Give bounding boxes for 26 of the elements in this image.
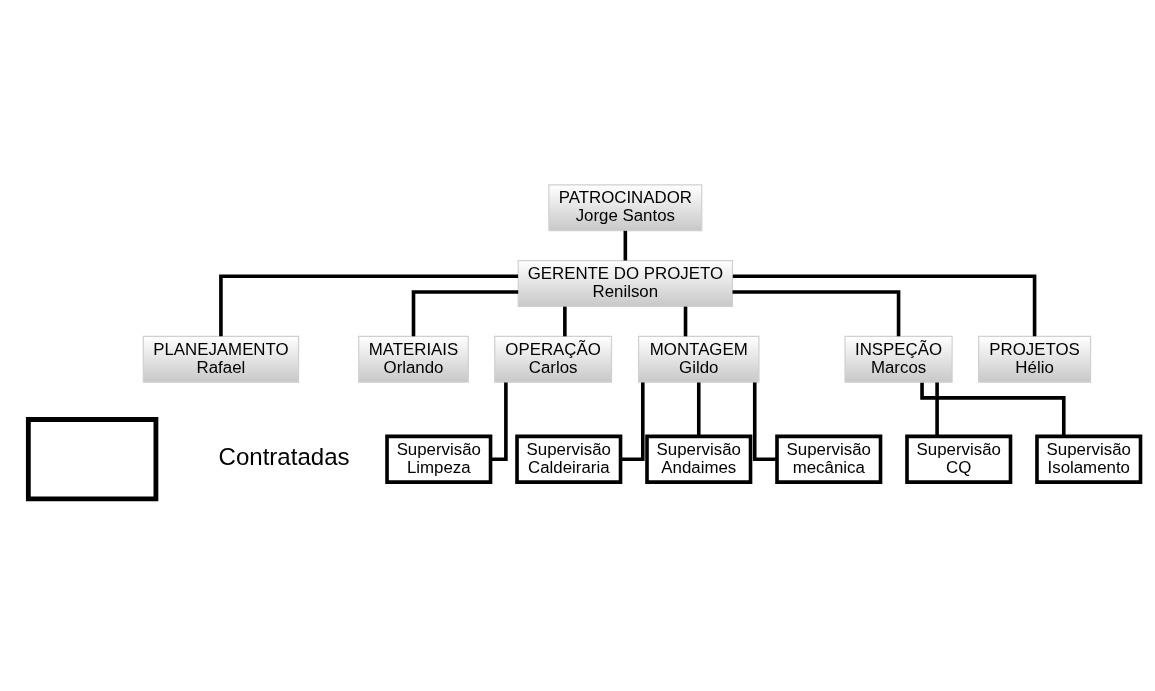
connector — [411, 290, 519, 337]
connector — [623, 230, 628, 261]
node-box: Supervisão CQ — [905, 434, 1013, 484]
node-box: Supervisão mecânica — [775, 434, 883, 484]
node-box: PATROCINADOR Jorge Santos — [548, 184, 703, 232]
node-box: Supervisão Limpeza — [385, 434, 493, 484]
connector — [920, 382, 1066, 437]
legend-label: Contratadas — [218, 443, 350, 471]
node-box: INSPEÇÃO Marcos — [844, 335, 953, 383]
connector — [732, 274, 1037, 337]
connector — [563, 306, 567, 337]
connector — [683, 306, 688, 337]
node-box: GERENTE DO PROJETO Renilson — [517, 260, 734, 307]
node-box: Supervisão Caldeiraria — [515, 434, 623, 484]
node-box: PLANEJAMENTO Rafael — [142, 335, 300, 383]
node-box: OPERAÇÃO Carlos — [494, 335, 613, 383]
node-box: MONTAGEM Gildo — [638, 335, 760, 383]
connector — [219, 274, 519, 337]
connector — [490, 382, 508, 462]
node-box: Supervisão Andaimes — [645, 434, 753, 484]
connector — [696, 382, 701, 437]
connector — [935, 382, 939, 437]
node-box: MATERIAIS Orlando — [358, 335, 469, 383]
connector — [732, 290, 901, 337]
node-box: Supervisão Isolamento — [1035, 434, 1143, 484]
node-box: PROJETOS Hélio — [978, 335, 1092, 383]
